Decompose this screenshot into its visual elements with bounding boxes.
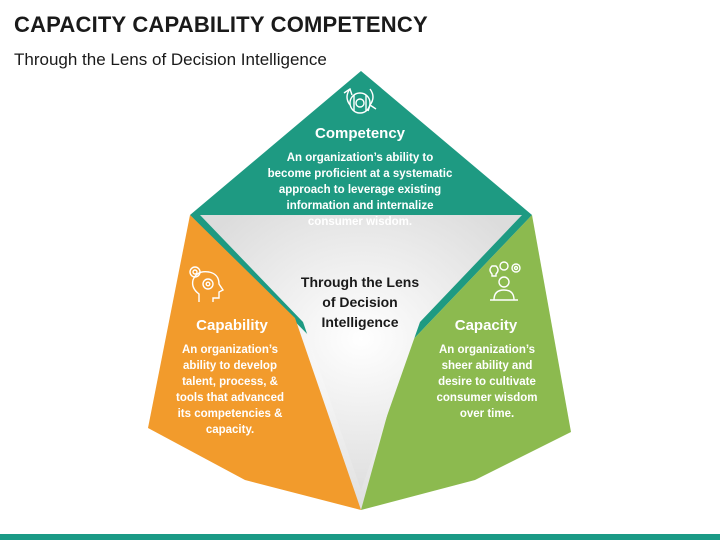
capacity-desc-line-5: over time. — [460, 408, 514, 420]
competency-desc-line-1: An organization’s ability to — [287, 152, 434, 164]
center-text-line-3: Intelligence — [321, 314, 398, 330]
competency-desc-line-3: approach to leverage existing — [279, 184, 441, 196]
center-text-line-1: Through the Lens — [301, 274, 419, 290]
page-title: CAPACITY CAPABILITY COMPETENCY — [14, 12, 428, 37]
capacity-heading: Capacity — [455, 317, 518, 334]
capability-desc-line-5: its competencies & — [178, 408, 283, 420]
capability-desc-line-4: tools that advanced — [176, 392, 284, 404]
capacity-desc-line-3: desire to cultivate — [438, 376, 536, 388]
page-subtitle: Through the Lens of Decision Intelligenc… — [14, 50, 327, 69]
capability-desc-line-1: An organization’s — [182, 344, 278, 356]
capacity-desc-line-1: An organization’s — [439, 344, 535, 356]
competency-desc-line-5: consumer wisdom. — [308, 216, 412, 228]
capability-heading: Capability — [196, 317, 268, 334]
competency-desc-line-2: become proficient at a systematic — [268, 168, 453, 180]
competency-desc-line-4: information and internalize — [287, 200, 434, 212]
capacity-desc-line-4: consumer wisdom — [437, 392, 538, 404]
bottom-accent-bar — [0, 534, 720, 540]
capacity-segment — [361, 215, 571, 510]
center-cutout — [200, 215, 522, 490]
capability-desc-line-6: capacity. — [206, 424, 254, 436]
person-ideas-icon — [489, 261, 521, 301]
center-text-line-2: of Decision — [322, 294, 397, 310]
capability-segment — [148, 215, 361, 510]
head-gear-icon — [189, 266, 225, 302]
brain-gear-icon — [343, 87, 377, 114]
capacity-desc-line-2: sheer ability and — [442, 360, 533, 372]
competency-heading: Competency — [315, 125, 406, 142]
capability-desc-line-3: talent, process, & — [182, 376, 278, 388]
capability-desc-line-2: ability to develop — [183, 360, 277, 372]
